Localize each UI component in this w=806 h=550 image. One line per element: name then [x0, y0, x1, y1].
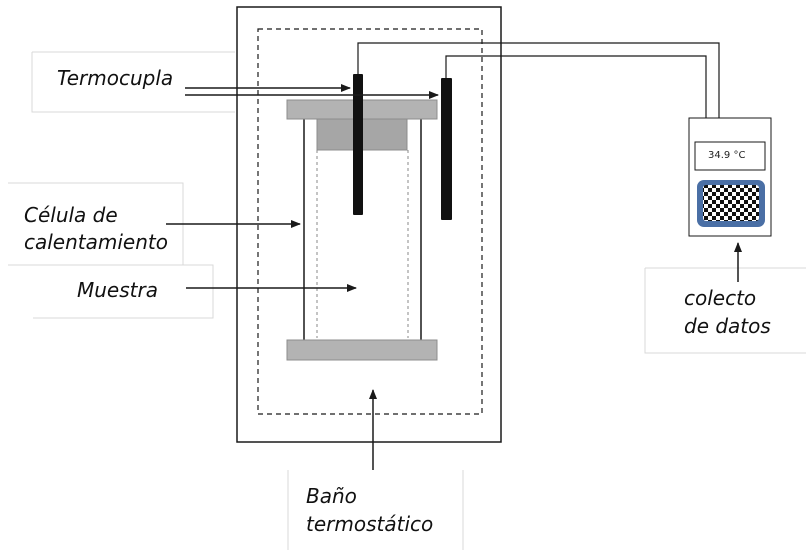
bath-fluid-dashed-box — [257, 28, 483, 415]
temperature-readout: 34.9 °C — [708, 150, 746, 161]
colecto-label-line1: colecto — [684, 286, 757, 310]
celula-label-line2: calentamiento — [24, 230, 168, 254]
keypad-checker-pattern — [703, 185, 759, 221]
thermocouple-probe-1 — [353, 74, 363, 215]
colecto-label-box — [644, 267, 806, 354]
cable-probe-2 — [445, 55, 707, 118]
termocupla-label-box — [31, 51, 235, 113]
bottom-flange — [286, 339, 438, 361]
colecto-label-line2: de datos — [684, 314, 771, 338]
thermocouple-probe-2 — [441, 78, 452, 220]
cable-probe-1 — [357, 42, 720, 118]
bano-label-line1: Baño — [306, 484, 357, 508]
muestra-label: Muestra — [77, 278, 158, 302]
muestra-label-box — [33, 264, 214, 319]
termocupla-label: Termocupla — [57, 66, 174, 90]
data-logger-display — [694, 141, 766, 171]
bano-label-box — [287, 470, 464, 550]
celula-label-line1: Célula de — [24, 203, 118, 227]
bano-label-line2: termostático — [306, 512, 434, 536]
